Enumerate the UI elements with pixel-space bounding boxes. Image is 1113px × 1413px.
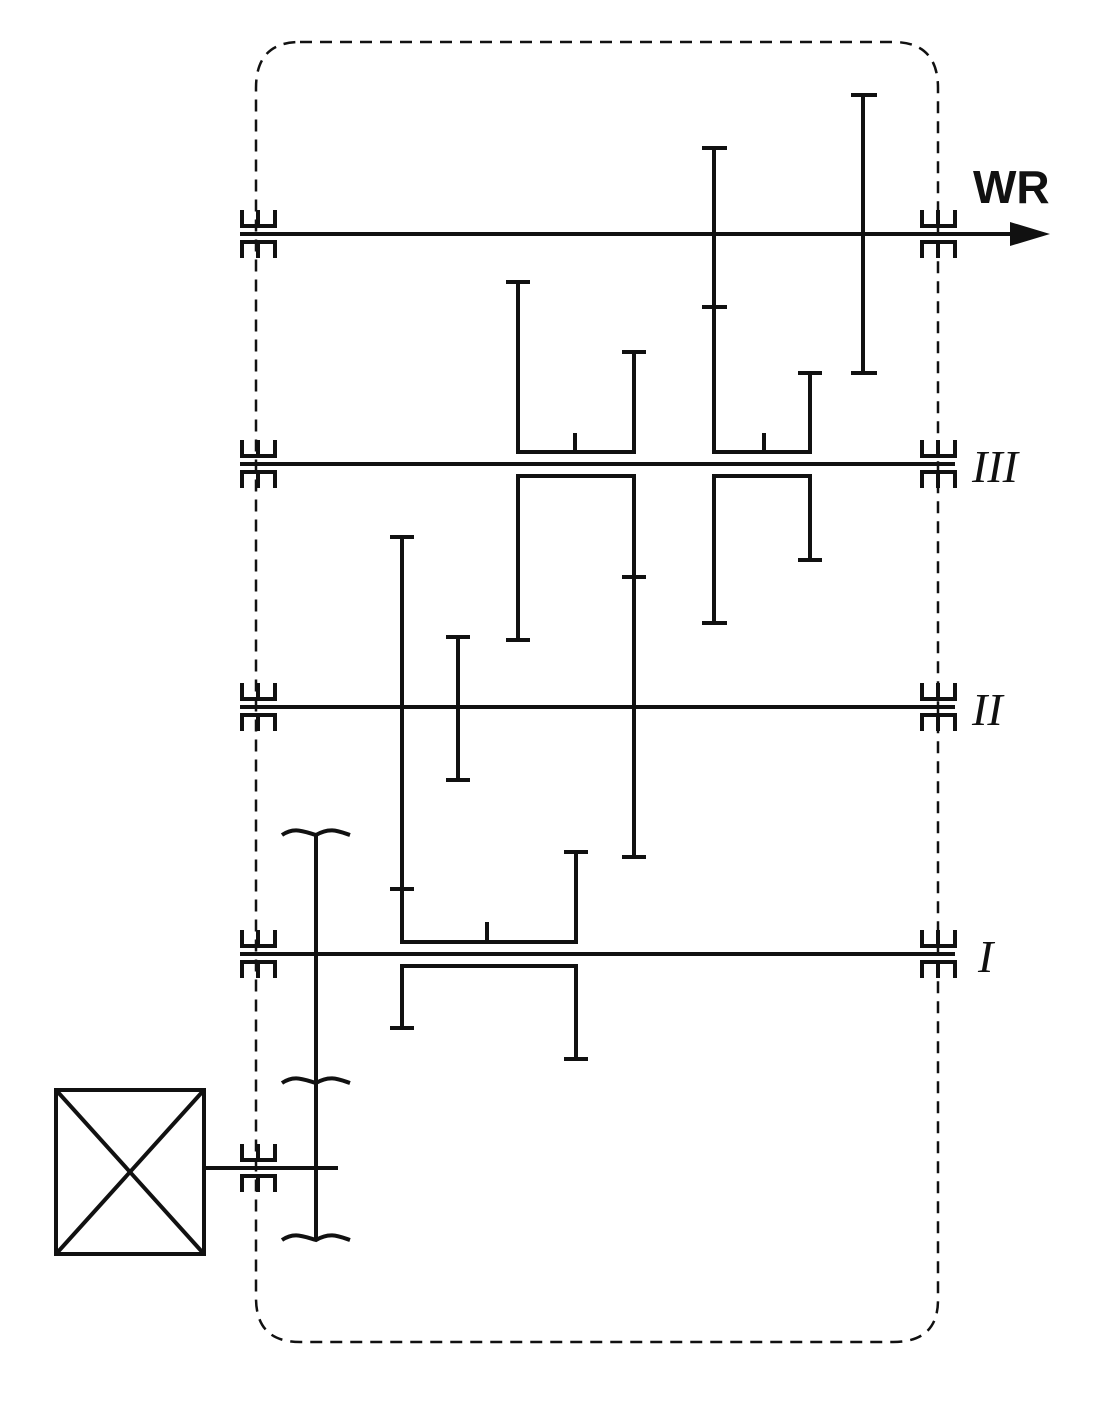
gear-block-3a: [506, 280, 646, 642]
belt-wave-middle: [280, 1076, 351, 1086]
bearing-icon: [920, 440, 957, 488]
motor-box-icon: [54, 1088, 206, 1256]
shaft-3-label: III: [971, 441, 1021, 492]
bearing-icon: [240, 930, 277, 978]
gear-shaft2-small: [446, 635, 470, 782]
gear-shaft2-large: [622, 577, 646, 859]
shafts: [204, 232, 1020, 1170]
belt-drive: [280, 828, 351, 1243]
shaft-2-label: II: [971, 684, 1005, 735]
gear-block-3b: [702, 307, 822, 625]
belt-wave-bottom: [280, 1233, 351, 1243]
bearings: [240, 210, 957, 1192]
housing-outline: [254, 40, 940, 1344]
shaft-1-label: I: [977, 931, 996, 982]
bearing-icon: [240, 1144, 277, 1192]
bearing-icon: [920, 930, 957, 978]
gear-shaft2-mid: [390, 535, 414, 889]
gears: [390, 93, 877, 1061]
bearing-icon: [920, 210, 957, 258]
bearing-icon: [240, 683, 277, 731]
bearing-icon: [240, 210, 277, 258]
belt-wave-top: [280, 828, 351, 838]
output-label: WR: [973, 161, 1050, 213]
gear-output-large: [851, 93, 877, 375]
gear-output-small: [702, 146, 727, 309]
arrow-right-icon: [1010, 222, 1050, 246]
bearing-icon: [920, 683, 957, 731]
bearing-icon: [240, 440, 277, 488]
gear-block-1: [390, 850, 588, 1061]
